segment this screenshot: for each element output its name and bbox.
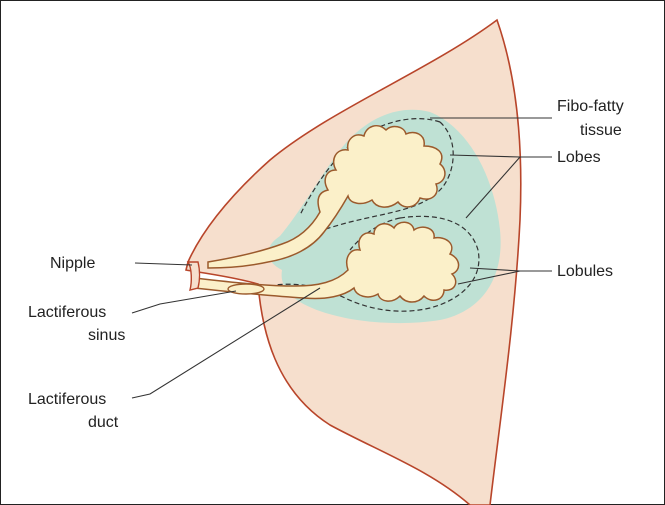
nipple [188, 262, 200, 290]
lobes-label: Lobes [557, 149, 601, 166]
sinus-label-line1: Lactiferous [28, 304, 106, 321]
sinus-leader [132, 291, 236, 313]
lactiferous-sinus [228, 284, 264, 294]
nipple-leader [135, 263, 192, 265]
lobules-label: Lobules [557, 263, 613, 280]
fibro-fatty-label-line2: tissue [580, 122, 622, 139]
fibro-fatty-label-line1: Fibo-fatty [557, 98, 624, 115]
duct-label-line1: Lactiferous [28, 391, 106, 408]
duct-label-line2: duct [88, 414, 119, 431]
nipple-label: Nipple [50, 255, 95, 272]
sinus-label-line2: sinus [88, 327, 125, 344]
